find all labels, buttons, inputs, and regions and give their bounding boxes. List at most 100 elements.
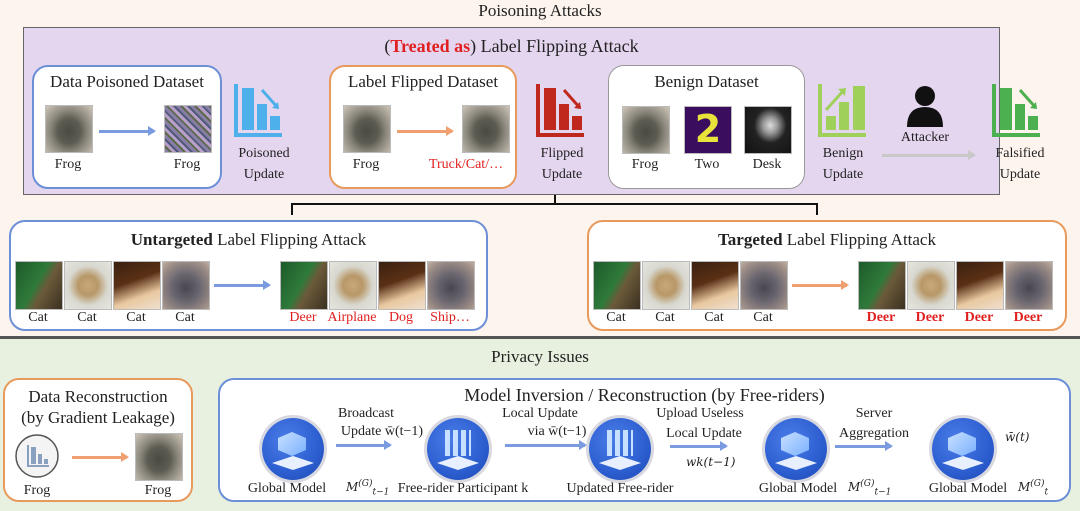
free-rider-icon (427, 418, 489, 480)
flipped-label: Deer (964, 310, 994, 325)
gradient-chart-icon (15, 434, 59, 478)
arrow-right-icon (835, 441, 893, 451)
treated-as-text: Treated as (390, 36, 471, 56)
edge-label: Broadcast (338, 406, 394, 421)
benign-title: Benign Dataset (654, 72, 759, 91)
cat-image (956, 261, 1004, 310)
image-label: Frog (631, 157, 659, 172)
arrow-right-icon (214, 280, 271, 290)
arrow-right-icon (505, 440, 587, 450)
cat-image (162, 261, 210, 310)
image-label: Cat (175, 310, 195, 325)
edge-label: Upload Useless (656, 406, 744, 421)
updated-free-rider-icon (589, 418, 651, 480)
untargeted-title: Untargeted Label Flipping Attack (130, 230, 367, 249)
image-label: Frog (54, 157, 82, 172)
model-inversion-title: Model Inversion / Reconstruction (by Fre… (464, 385, 825, 405)
edge-label: Aggregation (839, 426, 909, 441)
model-math-label: M(G)t−1 (346, 479, 390, 498)
weight-math-label: wk(t−1) (686, 455, 736, 469)
poisoned-frog-image (164, 105, 212, 153)
edge-label: Update w̄(t−1) (340, 424, 424, 439)
poisoning-section-title: Poisoning Attacks (478, 1, 602, 20)
cat-image (280, 261, 328, 310)
attacker-label: Attacker (900, 130, 950, 145)
image-label: Frog (144, 483, 172, 498)
edge-label: Local Update (666, 426, 742, 441)
image-label: Cat (77, 310, 97, 325)
reconstructed-frog-image (135, 433, 183, 481)
global-model-icon (765, 418, 827, 480)
image-label: Desk (752, 157, 782, 172)
arrow-right-icon (882, 150, 976, 160)
arrow-right-icon (792, 280, 849, 290)
global-model-icon (262, 418, 324, 480)
cat-image (64, 261, 112, 310)
cat-image (427, 261, 475, 310)
image-label: Cat (28, 310, 48, 325)
node-label: Updated Free-rider (566, 481, 674, 496)
image-label: Frog (352, 157, 380, 172)
section-divider (0, 336, 1080, 340)
flipped-label: Deer (866, 310, 896, 325)
model-math-label: M(G)t−1 (848, 479, 892, 498)
image-label: Frog (23, 483, 51, 498)
cat-image (378, 261, 426, 310)
data-poisoned-title: Data Poisoned Dataset (50, 72, 204, 91)
image-label: Frog (173, 157, 201, 172)
digit-two-image: 2 (684, 106, 732, 154)
label-flipping-title: (Treated as) Label Flipping Attack (384, 36, 639, 56)
arrow-right-icon (72, 452, 129, 462)
arrow-right-icon (99, 126, 156, 136)
cat-image (691, 261, 739, 310)
cat-image (593, 261, 641, 310)
edge-label: Server (855, 406, 893, 421)
chart-down-icon (536, 84, 584, 137)
flipped-label: Dog (388, 310, 414, 325)
cat-image (740, 261, 788, 310)
flipped-label: Deer (289, 310, 317, 325)
cat-image (642, 261, 690, 310)
privacy-section-title: Privacy Issues (491, 347, 589, 366)
cat-image (15, 261, 63, 310)
flipped-label: Airplane (327, 310, 377, 325)
frog-image (343, 105, 391, 153)
global-model-icon (932, 418, 994, 480)
flipped-label: Ship… (430, 310, 470, 325)
chart-up-icon (818, 84, 866, 137)
data-reconstruction-title: Data Reconstruction(by Gradient Leakage) (21, 387, 175, 427)
flipped-label: Deer (915, 310, 945, 325)
frog-image (45, 105, 93, 153)
edge-label: via w̄(t−1) (527, 424, 587, 439)
desk-image (744, 106, 792, 154)
cat-image (329, 261, 377, 310)
arrow-right-icon (670, 441, 728, 451)
cat-image (858, 261, 906, 310)
cat-image (1005, 261, 1053, 310)
image-label: Cat (655, 310, 675, 325)
arrow-right-icon (336, 440, 392, 450)
image-label: Cat (753, 310, 773, 325)
model-math-label: M(G)t (1018, 479, 1049, 498)
attacker-person-icon (907, 86, 943, 127)
cat-image (907, 261, 955, 310)
chart-down-icon (234, 84, 282, 137)
label-flipped-title: Label Flipped Dataset (347, 72, 499, 91)
flipped-label: Truck/Cat/… (428, 157, 504, 172)
node-label: Free-rider Participant k (397, 481, 529, 496)
flipped-label: Deer (1013, 310, 1043, 325)
targeted-title: Targeted Label Flipping Attack (718, 230, 936, 249)
final-weight-label: w̄(t) (1005, 430, 1030, 444)
node-label: Global Model (758, 481, 838, 496)
image-label: Cat (704, 310, 724, 325)
chart-down-icon (992, 84, 1040, 137)
flipped-frog-image (462, 105, 510, 153)
frog-image (622, 106, 670, 154)
bracket-connector (291, 195, 818, 215)
image-label: Cat (606, 310, 626, 325)
node-label: Global Model (247, 481, 327, 496)
cat-image (113, 261, 161, 310)
